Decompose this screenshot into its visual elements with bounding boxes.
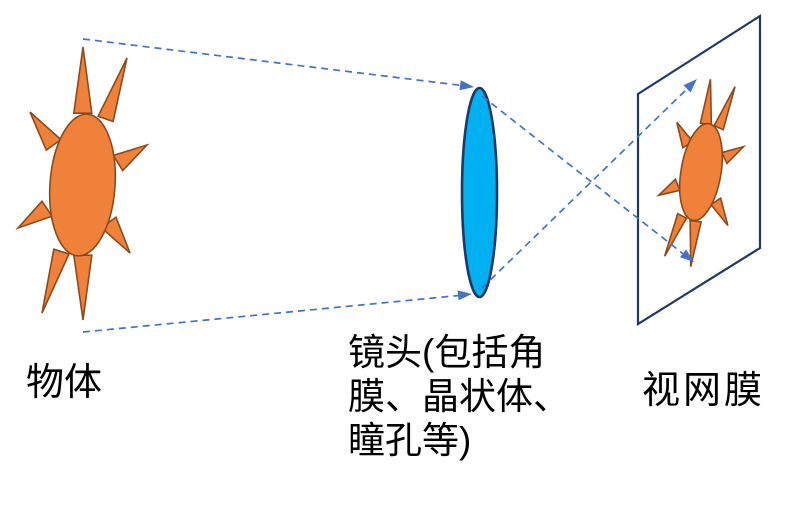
arrowhead-image-top-icon xyxy=(683,79,697,93)
sun-icon xyxy=(17,46,148,321)
arrowhead-lens-bottom-icon xyxy=(457,290,472,301)
ray-object-bottom-to-lens xyxy=(82,294,465,333)
retina-label: 视网膜 xyxy=(642,370,766,412)
arrowhead-image-bottom-icon xyxy=(679,249,694,262)
light-rays xyxy=(82,38,697,333)
lens-label: 镜头(包括角 膜、晶状体、 瞳孔等) xyxy=(348,332,570,461)
ray-lens-to-image-top xyxy=(481,86,690,289)
ray-object-top-to-lens xyxy=(82,38,467,87)
convex-lens-shape xyxy=(460,86,499,299)
ray-lens-to-image-bottom xyxy=(481,95,687,257)
object-label: 物体 xyxy=(26,362,103,404)
arrowhead-lens-top-icon xyxy=(459,80,474,91)
